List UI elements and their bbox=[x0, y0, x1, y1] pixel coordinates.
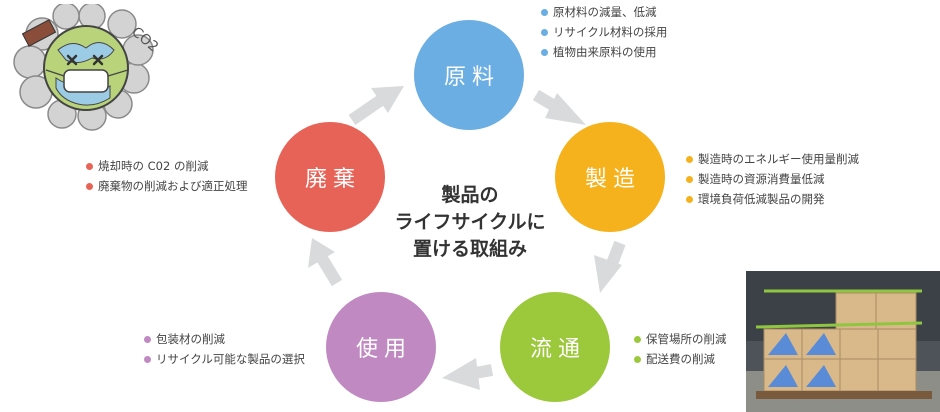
arrowhead-disposal-to-raw bbox=[371, 86, 404, 113]
list-item: 保管場所の削減 bbox=[634, 329, 727, 349]
center-title: 製品の ライフサイクルに 置ける取組み bbox=[360, 182, 580, 263]
stage-disposal-label: 廃棄 bbox=[304, 167, 361, 192]
stage-raw-materials: 原料 bbox=[414, 20, 524, 130]
list-item: 製造時の資源消費量低減 bbox=[686, 169, 859, 189]
list-item: 包装材の削減 bbox=[144, 329, 305, 349]
list-item: 配送費の削減 bbox=[634, 349, 727, 369]
center-title-line-3: 置ける取組み bbox=[412, 238, 527, 260]
arrowhead-distribution-to-use bbox=[442, 358, 480, 390]
stage-manufacture-label: 製造 bbox=[584, 167, 641, 192]
list-item: 焼却時の C02 の削減 bbox=[86, 156, 248, 176]
stage-manufacture: 製造 bbox=[555, 122, 665, 232]
center-title-line-1: 製品の bbox=[441, 184, 499, 206]
list-item: 環境負荷低減製品の開発 bbox=[686, 189, 859, 209]
list-item: 廃棄物の削減および適正処理 bbox=[86, 176, 248, 196]
raw-materials-list: 原材料の減量、低減 リサイクル材料の採用 植物由来原料の使用 bbox=[541, 2, 667, 62]
arrowhead-use-to-disposal bbox=[308, 238, 335, 268]
disposal-list: 焼却時の C02 の削減 廃棄物の削減および適正処理 bbox=[86, 156, 248, 196]
manufacture-list: 製造時のエネルギー使用量削減 製造時の資源消費量低減 環境負荷低減製品の開発 bbox=[686, 149, 859, 209]
stage-use: 使用 bbox=[326, 292, 436, 402]
list-item: 原材料の減量、低減 bbox=[541, 2, 667, 22]
arrow-use-to-disposal bbox=[314, 251, 343, 287]
stage-distribution-label: 流通 bbox=[529, 337, 586, 362]
factory-icon bbox=[21, 19, 57, 47]
stage-raw-label: 原料 bbox=[443, 65, 500, 90]
stage-disposal: 廃棄 bbox=[275, 122, 385, 232]
center-title-line-2: ライフサイクルに bbox=[394, 211, 546, 233]
arrowhead-raw-to-manufacture bbox=[545, 93, 586, 125]
list-item: リサイクル材料の採用 bbox=[541, 22, 667, 42]
list-item: 植物由来原料の使用 bbox=[541, 42, 667, 62]
mask-icon bbox=[63, 69, 109, 93]
list-item: リサイクル可能な製品の選択 bbox=[144, 349, 305, 369]
stage-use-label: 使用 bbox=[355, 337, 412, 362]
stage-distribution: 流通 bbox=[500, 292, 610, 402]
arrowhead-manufacture-to-distribution bbox=[594, 255, 622, 293]
list-item: 製造時のエネルギー使用量削減 bbox=[686, 149, 859, 169]
arrow-disposal-to-raw bbox=[348, 93, 388, 125]
polluted-earth-illustration: CO2 bbox=[13, 4, 161, 131]
distribution-list: 保管場所の削減 配送費の削減 bbox=[634, 329, 727, 369]
warehouse-boxes-photo bbox=[746, 271, 940, 412]
use-list: 包装材の削減 リサイクル可能な製品の選択 bbox=[144, 329, 305, 369]
